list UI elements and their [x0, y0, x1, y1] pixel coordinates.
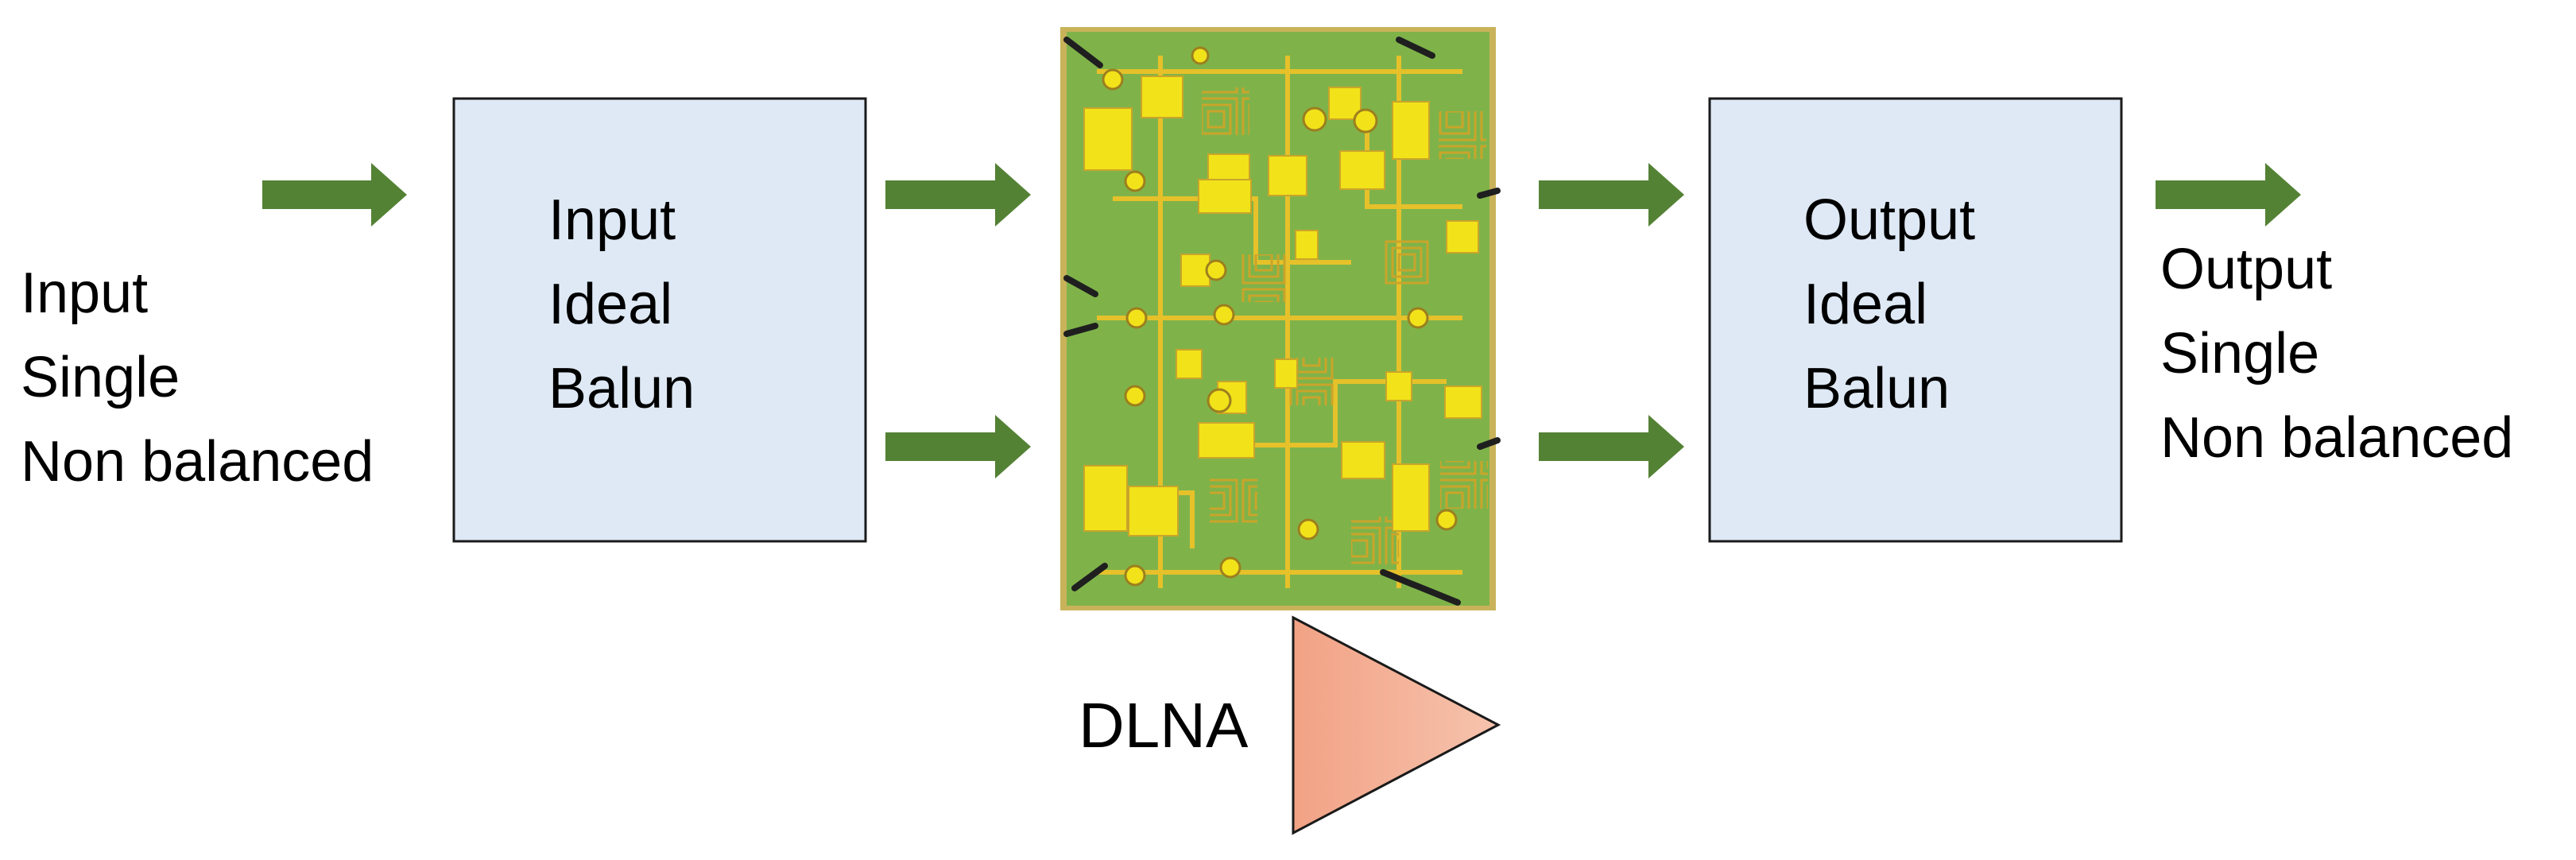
input-balun-line-1: Input	[548, 188, 676, 252]
arrow-right-icon	[262, 163, 407, 227]
output-balun-line-3: Balun	[1803, 357, 1950, 420]
arrow-right-icon	[885, 163, 1031, 227]
input-label-line-3: Non balanced	[21, 430, 374, 494]
input-signal-label: Input Single Non balanced	[21, 251, 374, 504]
output-label-line-1: Output	[2160, 238, 2333, 301]
output-label-line-2: Single	[2160, 322, 2320, 385]
output-signal-label: Output Single Non balanced	[2160, 227, 2513, 480]
input-balun-line-3: Balun	[548, 357, 695, 420]
input-balun-block	[452, 97, 867, 543]
input-balun-line-2: Ideal	[548, 273, 673, 336]
input-balun-label: Input Ideal Balun	[548, 178, 695, 431]
output-balun-block	[1708, 97, 2123, 543]
amplifier-label: DLNA	[1079, 690, 1249, 761]
arrow-right-icon	[1539, 415, 1684, 478]
arrow-right-icon	[885, 415, 1031, 478]
input-label-line-1: Input	[21, 261, 149, 325]
chip-die-icon	[1060, 27, 1501, 610]
amplifier-triangle-icon	[1292, 615, 1501, 835]
arrow-right-icon	[1539, 163, 1684, 227]
input-label-line-2: Single	[21, 346, 180, 409]
output-balun-line-2: Ideal	[1803, 273, 1928, 336]
output-balun-line-1: Output	[1803, 188, 1976, 252]
output-balun-label: Output Ideal Balun	[1803, 178, 1975, 431]
arrow-right-icon	[2156, 163, 2301, 227]
output-label-line-3: Non balanced	[2160, 406, 2514, 470]
